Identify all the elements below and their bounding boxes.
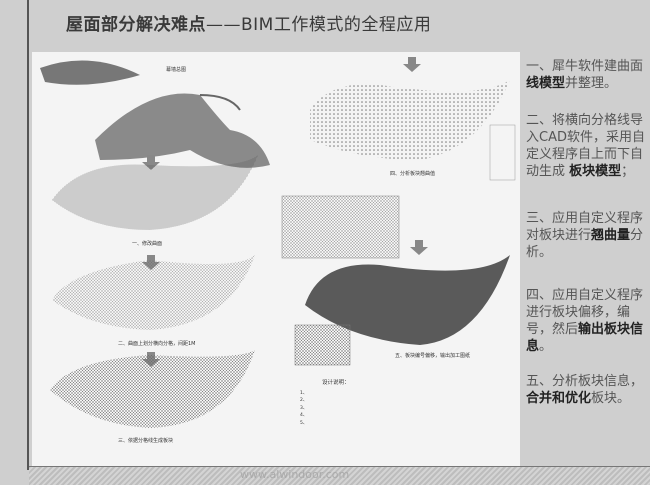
page-title: 屋面部分解决难点——BIM工作模式的全程应用 xyxy=(66,10,431,35)
design-notes: 设计说明： 1、 2、 3、 4、 5、 xyxy=(300,380,520,427)
step-text: 五、分析板块信息， xyxy=(526,374,644,389)
step-text: 分析。 xyxy=(526,228,644,260)
step-text: ； xyxy=(621,164,635,179)
arrow-icon xyxy=(403,57,421,72)
step-text: 并整理。 xyxy=(565,76,618,91)
step-text: 二、将横向分格线导入CAD软件，采用自定义程序自上而下自动生成 xyxy=(526,113,645,179)
bottom-band xyxy=(29,466,650,485)
arrow-icon xyxy=(410,240,428,255)
notes-title: 设计说明： xyxy=(322,380,350,386)
mesh-surface-3 xyxy=(50,350,255,428)
note-item: 1、 xyxy=(300,390,308,396)
roof-overview-model xyxy=(95,93,270,168)
step-text: 。 xyxy=(539,339,553,354)
caption-step-5: 五、板块编号偏移，输出加工图纸 xyxy=(395,353,471,359)
bottom-divider xyxy=(29,466,650,467)
caption-step-2: 二、曲面上划分横向分格，间距1M xyxy=(118,341,196,347)
note-item: 4、 xyxy=(300,413,308,418)
step-highlight: 翘曲量 xyxy=(591,228,631,243)
step-text: 三、应用自定义程序对板块进行 xyxy=(526,211,644,243)
step-4: 四、应用自定义程序进行板块偏移，编号，然后输出板块信息。 xyxy=(526,287,646,355)
legend-box xyxy=(489,124,516,181)
note-item: 5、 xyxy=(300,420,308,426)
step-highlight: 线模型 xyxy=(526,76,566,91)
mesh-surface-2 xyxy=(52,255,255,330)
mesh-surface-1 xyxy=(52,155,258,230)
roof-ring xyxy=(199,94,241,111)
step-highlight: 输出板块信息 xyxy=(526,322,644,354)
caption-top: 幕墙总图 xyxy=(166,67,187,73)
note-item: 2、 xyxy=(300,398,308,403)
step-highlight: 板块模型 xyxy=(569,164,622,179)
offset-panel-surface xyxy=(305,255,510,345)
caption-step-4: 四、分析板块翘曲值 xyxy=(390,171,436,177)
caption-step-1: 一、修改曲面 xyxy=(132,241,163,247)
title-sub: ——BIM工作模式的全程应用 xyxy=(206,15,432,35)
step-text: 板块。 xyxy=(591,391,631,406)
caption-step-3: 三、依据分格线生成板块 xyxy=(118,438,174,444)
panel-number-detail xyxy=(294,324,351,366)
roof-piece-top-left xyxy=(40,60,140,85)
title-main: 屋面部分解决难点 xyxy=(66,15,206,35)
step-text: 四、应用自定义程序进行板块偏移，编号，然后 xyxy=(526,288,644,337)
left-border xyxy=(27,0,29,470)
step-3: 三、应用自定义程序对板块进行翘曲量分析。 xyxy=(526,210,646,261)
note-item: 3、 xyxy=(300,405,308,411)
step-highlight: 合并和优化 xyxy=(526,391,592,406)
panel-info-table xyxy=(281,195,400,259)
step-2: 二、将横向分格线导入CAD软件，采用自定义程序自上而下自动生成 板块模型； xyxy=(526,112,646,180)
step-5: 五、分析板块信息， 合并和优化板块。 xyxy=(526,373,646,407)
step-text: 一、犀牛软件建曲面 xyxy=(526,59,644,74)
warp-analysis-surface xyxy=(310,80,510,160)
watermark: www.alwindoor.com xyxy=(240,468,350,481)
steps-list: 一、犀牛软件建曲面 线模型并整理。 二、将横向分格线导入CAD软件，采用自定义程… xyxy=(526,58,646,427)
arrow-icon xyxy=(142,155,160,170)
step-1: 一、犀牛软件建曲面 线模型并整理。 xyxy=(526,58,646,92)
